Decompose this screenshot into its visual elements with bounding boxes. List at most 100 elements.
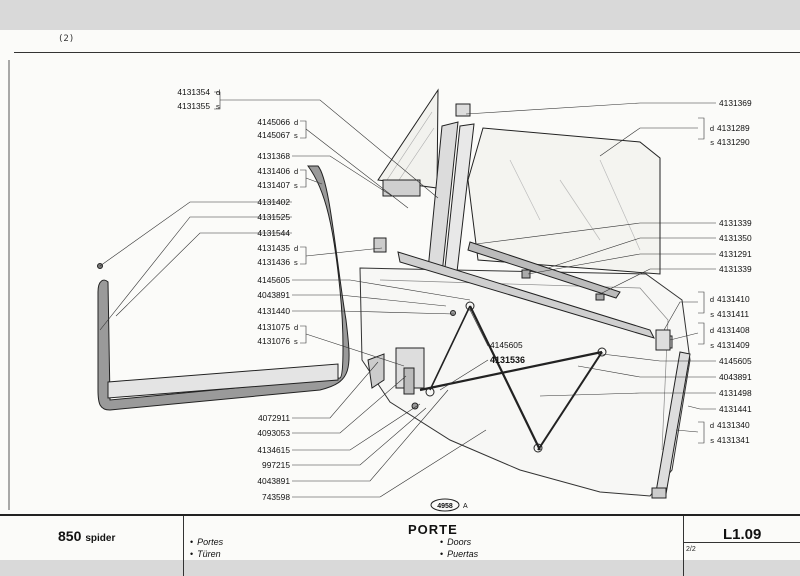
suffix-left-5: d <box>294 167 298 176</box>
door-inner-panel <box>359 267 691 497</box>
callout-left-4: 4131368 <box>257 151 290 161</box>
callout-left-12: 4145605 <box>257 275 290 285</box>
callout-left-1: 4131355 <box>177 101 210 111</box>
callout-left-13: 4043891 <box>257 290 290 300</box>
callout-right-1: 4131289 <box>717 123 750 133</box>
callout-left-16: 4131076 <box>257 336 290 346</box>
callout-left-5: 4131406 <box>257 166 290 176</box>
suffix-right-10: s <box>710 341 714 350</box>
section-title: PORTE <box>408 522 458 537</box>
callout-right-9: 4131408 <box>717 325 750 335</box>
callout-right-6: 4131339 <box>719 264 752 274</box>
drawing-ref-oval <box>430 498 460 512</box>
callout-right-5: 4131291 <box>719 249 752 259</box>
sill-strip <box>107 363 339 399</box>
clip-part-1 <box>373 237 387 253</box>
suffix-right-15: d <box>710 421 714 430</box>
suffix-right-9: d <box>710 326 714 335</box>
suffix-right-16: s <box>710 436 714 445</box>
bolt <box>411 402 419 410</box>
callout-right-8: 4131411 <box>717 309 749 319</box>
suffix-left-10: d <box>294 244 298 253</box>
suffix-left-0: d <box>216 88 220 97</box>
suffix-left-15: d <box>294 323 298 332</box>
callout-right-4: 4131350 <box>719 233 752 243</box>
callout-left-11: 4131436 <box>257 257 290 267</box>
callout-right-7: 4131410 <box>717 294 750 304</box>
regulator-arm-4 <box>429 305 471 391</box>
suffix-right-1: d <box>710 124 714 133</box>
callout-right-11: 4145605 <box>719 356 752 366</box>
translations-right: •Doors •Puertas <box>440 537 479 559</box>
section-code: L1.09 <box>723 526 762 543</box>
belt-strip <box>397 251 655 339</box>
callout-left-15: 4131075 <box>257 322 290 332</box>
divider-2 <box>683 516 684 576</box>
callout-left-17: 4072911 <box>258 413 290 423</box>
callout-left-2: 4145066 <box>257 117 290 127</box>
divider-1 <box>183 516 184 576</box>
roller <box>521 269 531 279</box>
callout-left-21: 4043891 <box>257 476 290 486</box>
glass-lift-channel <box>467 241 621 299</box>
model-number: 850 <box>58 528 82 544</box>
callout-right-16: 4131341 <box>717 435 750 445</box>
door-weatherstrip <box>97 165 350 411</box>
model-variant: spider <box>85 533 116 544</box>
callout-left-8: 4131525 <box>257 212 290 222</box>
page-number: (2) <box>58 34 75 44</box>
callout-left-6: 4131407 <box>257 180 290 190</box>
vent-window-bracket <box>382 179 421 197</box>
callout-right-2: 4131290 <box>717 137 750 147</box>
callout-left-3: 4145067 <box>257 130 290 140</box>
callout-right-3: 4131339 <box>719 218 752 228</box>
suffix-left-6: s <box>294 181 298 190</box>
translations-left: •Portes •Türen <box>190 537 224 559</box>
regulator-arm-1 <box>469 305 541 451</box>
callout-left-19: 4134615 <box>257 445 290 455</box>
suffix-right-8: s <box>710 310 714 319</box>
channel-top-clip <box>455 103 471 117</box>
door-exploded-diagram: 4131354 4131355 4145066 4145067 4131368 … <box>8 60 752 512</box>
callout-left-0: 4131354 <box>177 87 210 97</box>
top-rule <box>14 52 800 53</box>
translation-fr: Portes <box>197 537 224 547</box>
translation-es: Puertas <box>447 549 479 559</box>
callout-left-18: 4093053 <box>257 428 290 438</box>
code-rule <box>683 542 800 543</box>
callout-left-20: 997215 <box>262 460 290 470</box>
callout-left-7: 4131402 <box>257 197 290 207</box>
suffix-left-11: s <box>294 258 298 267</box>
suffix-right-7: d <box>710 295 714 304</box>
callout-right-0: 4131369 <box>719 98 752 108</box>
suffix-left-1: s <box>216 102 220 111</box>
clip-part-2 <box>595 293 605 301</box>
suffix-right-2: s <box>710 138 714 147</box>
callout-right-14: 4131441 <box>719 404 752 414</box>
door-glass <box>467 127 661 275</box>
callout-center-0: 4145605 <box>490 340 523 350</box>
callout-left-9: 4131544 <box>257 228 290 238</box>
callout-right-10: 4131409 <box>717 340 750 350</box>
callout-right-12: 4043891 <box>719 372 752 382</box>
sheet-number: 2/2 <box>686 546 696 553</box>
catalog-sheet: (2) <box>0 30 800 576</box>
translation-en: Doors <box>447 537 472 547</box>
suffix-left-3: s <box>294 131 298 140</box>
drawing-ref-number: 4958 <box>437 503 453 510</box>
callout-left-22: 743598 <box>262 492 290 502</box>
callout-center-1: 4131536 <box>490 355 525 365</box>
hinge-bracket <box>367 353 385 389</box>
callout-left-10: 4131435 <box>257 243 290 253</box>
callout-right-13: 4131498 <box>719 388 752 398</box>
translation-de: Türen <box>197 549 221 559</box>
clip-part-3 <box>655 329 671 351</box>
suffix-left-2: d <box>294 118 298 127</box>
callout-right-15: 4131340 <box>717 420 750 430</box>
suffix-left-16: s <box>294 337 298 346</box>
drawing-ref-letter: A <box>463 503 468 510</box>
washer <box>450 310 456 316</box>
callout-left-14: 4131440 <box>257 306 290 316</box>
